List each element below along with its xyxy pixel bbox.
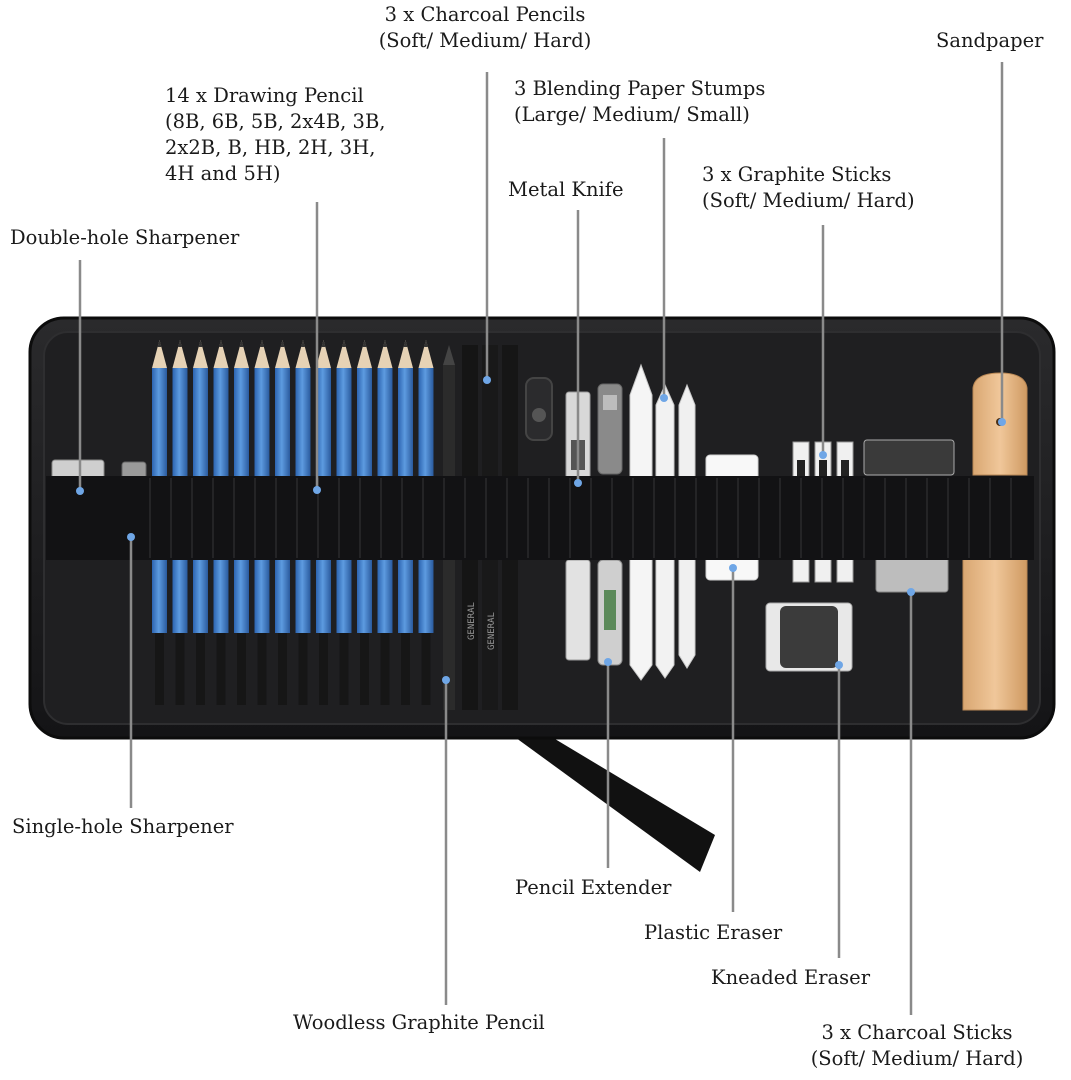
zipper-pull <box>525 377 553 441</box>
label-drawing-pencil: 14 x Drawing Pencil (8B, 6B, 5B, 2x4B, 3… <box>165 83 385 187</box>
case-pull-tab <box>512 730 715 872</box>
label-drawing-pencil-line2: (8B, 6B, 5B, 2x4B, 3B, <box>165 110 386 133</box>
label-double-hole-sharpener: Double-hole Sharpener <box>10 226 240 249</box>
label-kneaded-eraser: Kneaded Eraser <box>711 966 871 989</box>
label-blending-stumps-line1: 3 Blending Paper Stumps <box>514 77 766 100</box>
label-charcoal-sticks-line1: 3 x Charcoal Sticks <box>821 1021 1013 1044</box>
label-pencil-extender: Pencil Extender <box>515 876 672 899</box>
kneaded-eraser-shape <box>765 602 853 672</box>
label-graphite-sticks-line1: 3 x Graphite Sticks <box>702 163 892 186</box>
label-charcoal-pencils-line1: 3 x Charcoal Pencils <box>384 3 586 26</box>
sandpaper-block <box>962 372 1028 711</box>
label-single-hole-sharpener: Single-hole Sharpener <box>12 815 234 838</box>
label-blending-stumps-line2: (Large/ Medium/ Small) <box>514 103 750 126</box>
label-drawing-pencil-line1: 14 x Drawing Pencil <box>165 84 364 107</box>
label-charcoal-sticks: 3 x Charcoal Sticks (Soft/ Medium/ Hard) <box>772 1020 1062 1072</box>
label-charcoal-pencils: 3 x Charcoal Pencils (Soft/ Medium/ Hard… <box>330 2 640 54</box>
label-blending-stumps: 3 Blending Paper Stumps (Large/ Medium/ … <box>514 76 765 128</box>
label-plastic-eraser: Plastic Eraser <box>644 921 783 944</box>
leader-dots <box>76 376 1006 684</box>
label-drawing-pencil-line3: 2x2B, B, HB, 2H, 3H, <box>165 136 376 159</box>
svg-text:GENERAL: GENERAL <box>467 602 477 640</box>
pencil-extender <box>597 383 623 666</box>
label-sandpaper: Sandpaper <box>936 29 1044 52</box>
label-woodless-graphite-pencil: Woodless Graphite Pencil <box>293 1011 545 1034</box>
label-graphite-sticks-line2: (Soft/ Medium/ Hard) <box>702 189 915 212</box>
elastic-band <box>46 476 1034 560</box>
elastic-band-stitching <box>149 478 1012 558</box>
label-charcoal-pencils-line2: (Soft/ Medium/ Hard) <box>378 29 592 52</box>
label-charcoal-sticks-line2: (Soft/ Medium/ Hard) <box>810 1047 1024 1070</box>
svg-text:GENERAL: GENERAL <box>487 612 497 650</box>
label-drawing-pencil-line4: 4H and 5H) <box>165 162 281 185</box>
leader-lines <box>78 62 1004 1015</box>
label-metal-knife: Metal Knife <box>508 178 624 201</box>
label-graphite-sticks: 3 x Graphite Sticks (Soft/ Medium/ Hard) <box>702 162 915 214</box>
metal-knife <box>565 391 591 661</box>
